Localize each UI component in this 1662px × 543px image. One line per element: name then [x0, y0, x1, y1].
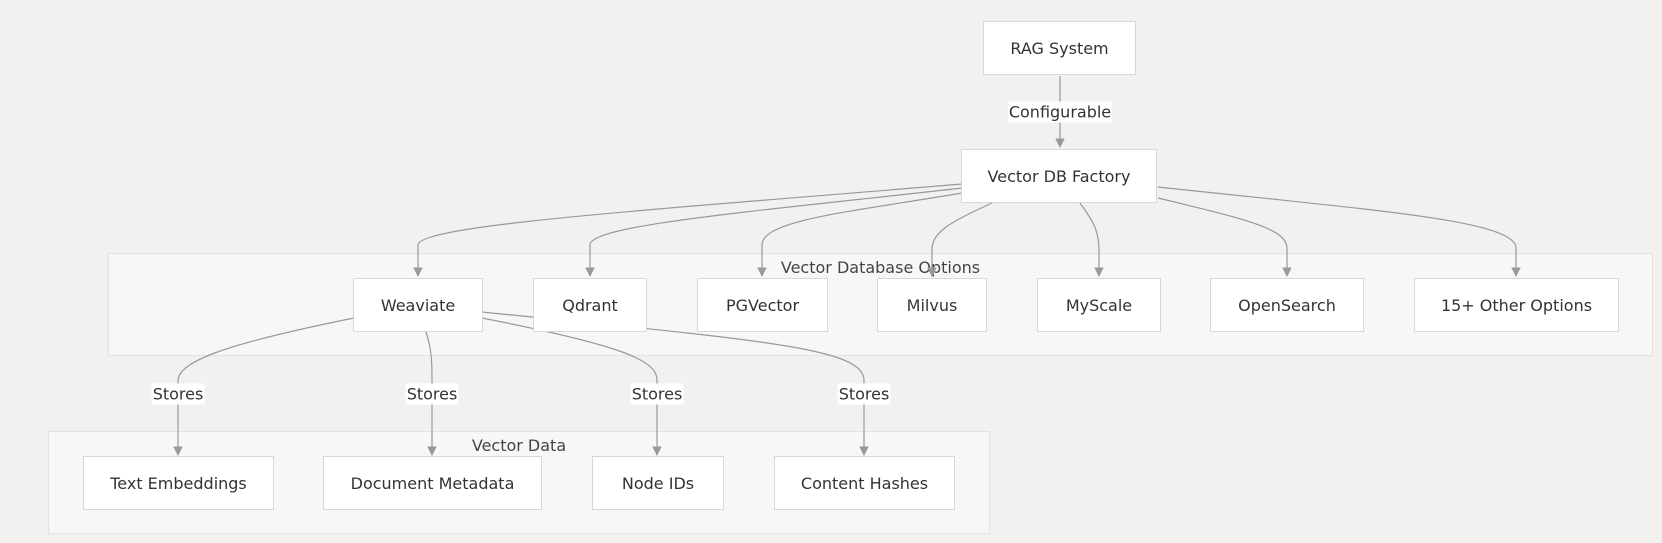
- node-document-metadata: Document Metadata: [323, 456, 542, 510]
- edge-factory-to-milvus: [927, 202, 993, 277]
- edge-weaviate-to-node-ids: [481, 317, 662, 456]
- edge-factory-to-qdrant: [585, 187, 963, 277]
- node-opensearch: OpenSearch: [1210, 278, 1364, 332]
- edge-label-stores-text-embeddings: Stores: [151, 383, 205, 405]
- node-text-embeddings: Text Embeddings: [83, 456, 274, 510]
- node-myscale: MyScale: [1037, 278, 1161, 332]
- node-vector-db-factory: Vector DB Factory: [961, 149, 1157, 203]
- edge-factory-to-opensearch: [1157, 197, 1292, 277]
- node-weaviate: Weaviate: [353, 278, 483, 332]
- node-rag-system: RAG System: [983, 21, 1136, 75]
- edge-label-configurable: Configurable: [1007, 101, 1113, 123]
- edge-weaviate-to-document-metadata: [425, 331, 437, 456]
- node-node-ids: Node IDs: [592, 456, 724, 510]
- node-milvus: Milvus: [877, 278, 987, 332]
- edge-label-stores-node-ids: Stores: [630, 383, 684, 405]
- node-content-hashes: Content Hashes: [774, 456, 955, 510]
- edge-weaviate-to-text-embeddings: [173, 317, 355, 456]
- edge-factory-to-myscale: [1079, 202, 1104, 277]
- edge-factory-to-pgvector: [757, 192, 963, 277]
- edge-factory-to-weaviate: [413, 183, 963, 277]
- edge-label-stores-document-metadata: Stores: [405, 383, 459, 405]
- cluster-title-vector-data: Vector Data: [471, 436, 567, 455]
- edge-label-stores-content-hashes: Stores: [837, 383, 891, 405]
- node-qdrant: Qdrant: [533, 278, 647, 332]
- node-other-options: 15+ Other Options: [1414, 278, 1619, 332]
- node-pgvector: PGVector: [697, 278, 828, 332]
- edge-factory-to-other-options: [1157, 186, 1521, 277]
